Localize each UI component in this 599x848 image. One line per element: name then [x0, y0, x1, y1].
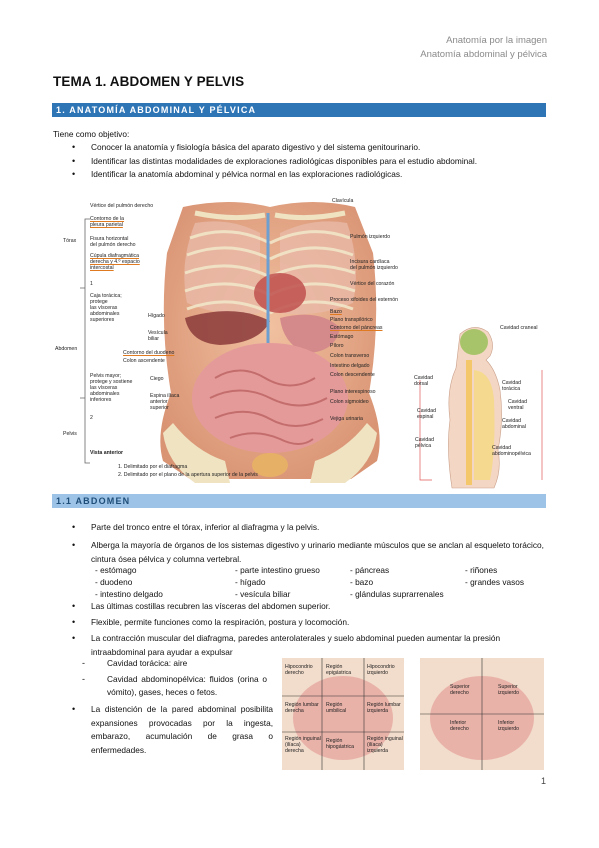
label-cavidad-abdominal: Cavidad abdominal: [502, 418, 526, 430]
abdomen-anatomy-figure: Vértice del pulmón derecho Contorno de l…: [55, 193, 475, 490]
region-lumbar-izquierda: Región lumbar izquierda: [367, 702, 401, 714]
label-cavidad-craneal: Cavidad craneal: [500, 325, 538, 331]
label-pelvis: Pelvis: [63, 431, 77, 437]
running-header: Anatomía por la imagen Anatomía abdomina…: [420, 34, 547, 62]
label-num-1: 1: [90, 281, 93, 287]
label-plano-transpilorico: Plano transpilórico: [330, 317, 373, 323]
label-contorno-pleura: Contorno de la pleura parietal: [90, 216, 125, 228]
label-ciego: Ciego: [150, 376, 164, 382]
label-colon-sigmoideo: Colon sigmoideo: [330, 399, 369, 405]
list-item: Identificar las distintas modalidades de…: [72, 155, 551, 169]
expulsion-sublist: Cavidad torácica: aire Cavidad abdominop…: [82, 657, 267, 700]
label-espina-iliaca: Espina ilíaca anterior superior: [150, 393, 180, 411]
torso-illustration: [80, 202, 380, 483]
label-vejiga: Vejiga urinaria: [330, 416, 363, 422]
quadrant-inferior-derecho: Inferior derecho: [450, 720, 469, 732]
list-item: Flexible, permite funciones como la resp…: [72, 616, 548, 630]
label-cavidad-ventral: Cavidad ventral: [508, 399, 528, 411]
label-pulmon-izquierdo: Pulmón izquierdo: [350, 234, 391, 240]
label-colon-descendente: Colon descendente: [330, 372, 375, 378]
label-xifoides: Proceso xifoides del esternón: [330, 297, 399, 303]
label-abdomen: Abdomen: [55, 346, 78, 352]
label-incisura: Incisura cardíaca del pulmón izquierdo: [350, 259, 398, 271]
label-piloro: Píloro: [330, 343, 344, 349]
objectives-list: Conocer la anatomía y fisiología básica …: [72, 141, 551, 182]
label-higado: Hígado: [148, 313, 165, 319]
region-lumbar-derecha: Región lumbar derecha: [285, 702, 319, 714]
list-item: Identificar la anatomía abdominal y pélv…: [72, 168, 551, 182]
label-vertice-corazon: Vértice del corazón: [350, 281, 395, 287]
label-bazo: Bazo: [330, 309, 342, 315]
label-pancreas: Contorno del páncreas: [330, 325, 383, 331]
label-vista-anterior: Vista anterior: [90, 450, 124, 456]
organ-item: - vesícula biliar: [235, 589, 291, 599]
label-duodeno: Contorno del duodeno: [123, 350, 175, 356]
abdomen-list-3: La distención de la pared abdominal posi…: [72, 703, 273, 757]
label-fisura: Fisura horizontal del pulmón derecho: [90, 236, 136, 248]
quadrant-superior-izquierdo: Superior izquierdo: [498, 684, 520, 696]
label-vesicula: Vesícula biliar: [148, 330, 168, 342]
label-caja-toracica: Caja torácica; protege las vísceras abdo…: [90, 293, 122, 323]
quadrant-superior-derecho: Superior derecho: [450, 684, 470, 696]
organ-item: - grandes vasos: [465, 577, 525, 587]
list-item: Cavidad torácica: aire: [82, 657, 267, 671]
abdomen-list-2: Las últimas costillas recubren las vísce…: [72, 600, 548, 659]
objectives-intro: Tiene como objetivo:: [53, 129, 130, 139]
organ-item: - hígado: [235, 577, 266, 587]
list-item: Parte del tronco entre el tórax, inferio…: [72, 521, 548, 535]
region-epigastrica: Región epigástrica: [326, 664, 352, 676]
organ-item: - parte intestino grueso: [235, 565, 320, 575]
organ-item: - glándulas suprarrenales: [350, 589, 444, 599]
organ-item: - riñones: [465, 565, 498, 575]
label-clavicula: Clavícula: [332, 198, 354, 204]
list-item: Cavidad abdominopélvica: fluidos (orina …: [82, 673, 267, 700]
organ-item: - intestino delgado: [95, 589, 163, 599]
label-plano-interespinoso: Plano interespinoso: [330, 389, 376, 395]
body-cavities-figure: Cavidad craneal Cavidad dorsal Cavidad t…: [412, 320, 548, 494]
label-pelvis-mayor: Pelvis mayor; protege y sostiene las vís…: [90, 373, 133, 403]
label-vertice: Vértice del pulmón derecho: [90, 203, 154, 209]
label-estomago: Estómago: [330, 334, 354, 340]
region-inguinal-izquierda: Región inguinal (ilíaca) izquierda: [367, 736, 403, 754]
region-hipocondrio-izquierdo: Hipocondrio izquierdo: [367, 664, 395, 676]
section-heading-abdomen: 1.1 ABDOMEN: [52, 494, 546, 508]
label-colon-transverso: Colon transverso: [330, 353, 370, 359]
header-course: Anatomía por la imagen: [446, 35, 547, 46]
abdomen-list-1: Parte del tronco entre el tórax, inferio…: [72, 521, 548, 566]
organ-item: - duodeno: [95, 577, 133, 587]
label-cavidad-espinal: Cavidad espinal: [417, 408, 437, 420]
organ-item: - páncreas: [350, 565, 390, 575]
label-torax: Tórax: [63, 238, 77, 244]
abdominal-regions-figure: Hipocondrio derecho Región epigástrica H…: [280, 658, 546, 770]
label-num-2: 2: [90, 415, 93, 421]
section-heading-anatomia: 1. ANATOMÍA ABDOMINAL Y PÉLVICA: [52, 103, 546, 117]
list-item: Conocer la anatomía y fisiología básica …: [72, 141, 551, 155]
region-hipocondrio-derecho: Hipocondrio derecho: [285, 664, 313, 676]
list-item: La contracción muscular del diafragma, p…: [72, 631, 548, 659]
label-colon-ascendente: Colon ascendente: [123, 358, 165, 364]
list-item: Alberga la mayoría de órganos de los sis…: [72, 538, 548, 566]
label-cavidad-toracica: Cavidad torácica: [502, 380, 522, 392]
footnote-2: 2. Delimitado por el plano de la apertur…: [118, 472, 258, 478]
region-hipogastrica: Región hipogástrica: [326, 738, 354, 750]
label-intestino-delgado: Intestino delgado: [330, 363, 370, 369]
list-item: La distención de la pared abdominal posi…: [72, 703, 273, 757]
list-item: Las últimas costillas recubren las vísce…: [72, 600, 548, 614]
page-number: 1: [540, 776, 546, 786]
label-cavidad-dorsal: Cavidad dorsal: [414, 375, 434, 387]
organ-item: - estómago: [95, 565, 137, 575]
cavities-illustration: [419, 327, 543, 489]
regions-illustration: [282, 658, 544, 770]
label-cavidad-abdominopelvica: Cavidad abdominopélvica: [492, 445, 531, 457]
region-inguinal-derecha: Región inguinal (ilíaca) derecha: [285, 736, 321, 754]
label-cavidad-pelvica: Cavidad pélvica: [415, 437, 435, 449]
quadrant-inferior-izquierdo: Inferior izquierdo: [498, 720, 520, 732]
header-topic: Anatomía abdominal y pélvica: [420, 49, 547, 60]
organ-item: - bazo: [350, 577, 374, 587]
footnote-1: 1. Delimitado por el diafragma: [118, 464, 188, 470]
label-cupula: Cúpula diafragmática derecha y 4.º espac…: [90, 253, 140, 271]
region-umbilical: Región umbilical: [326, 702, 347, 714]
page-title: TEMA 1. ABDOMEN Y PELVIS: [53, 74, 245, 89]
